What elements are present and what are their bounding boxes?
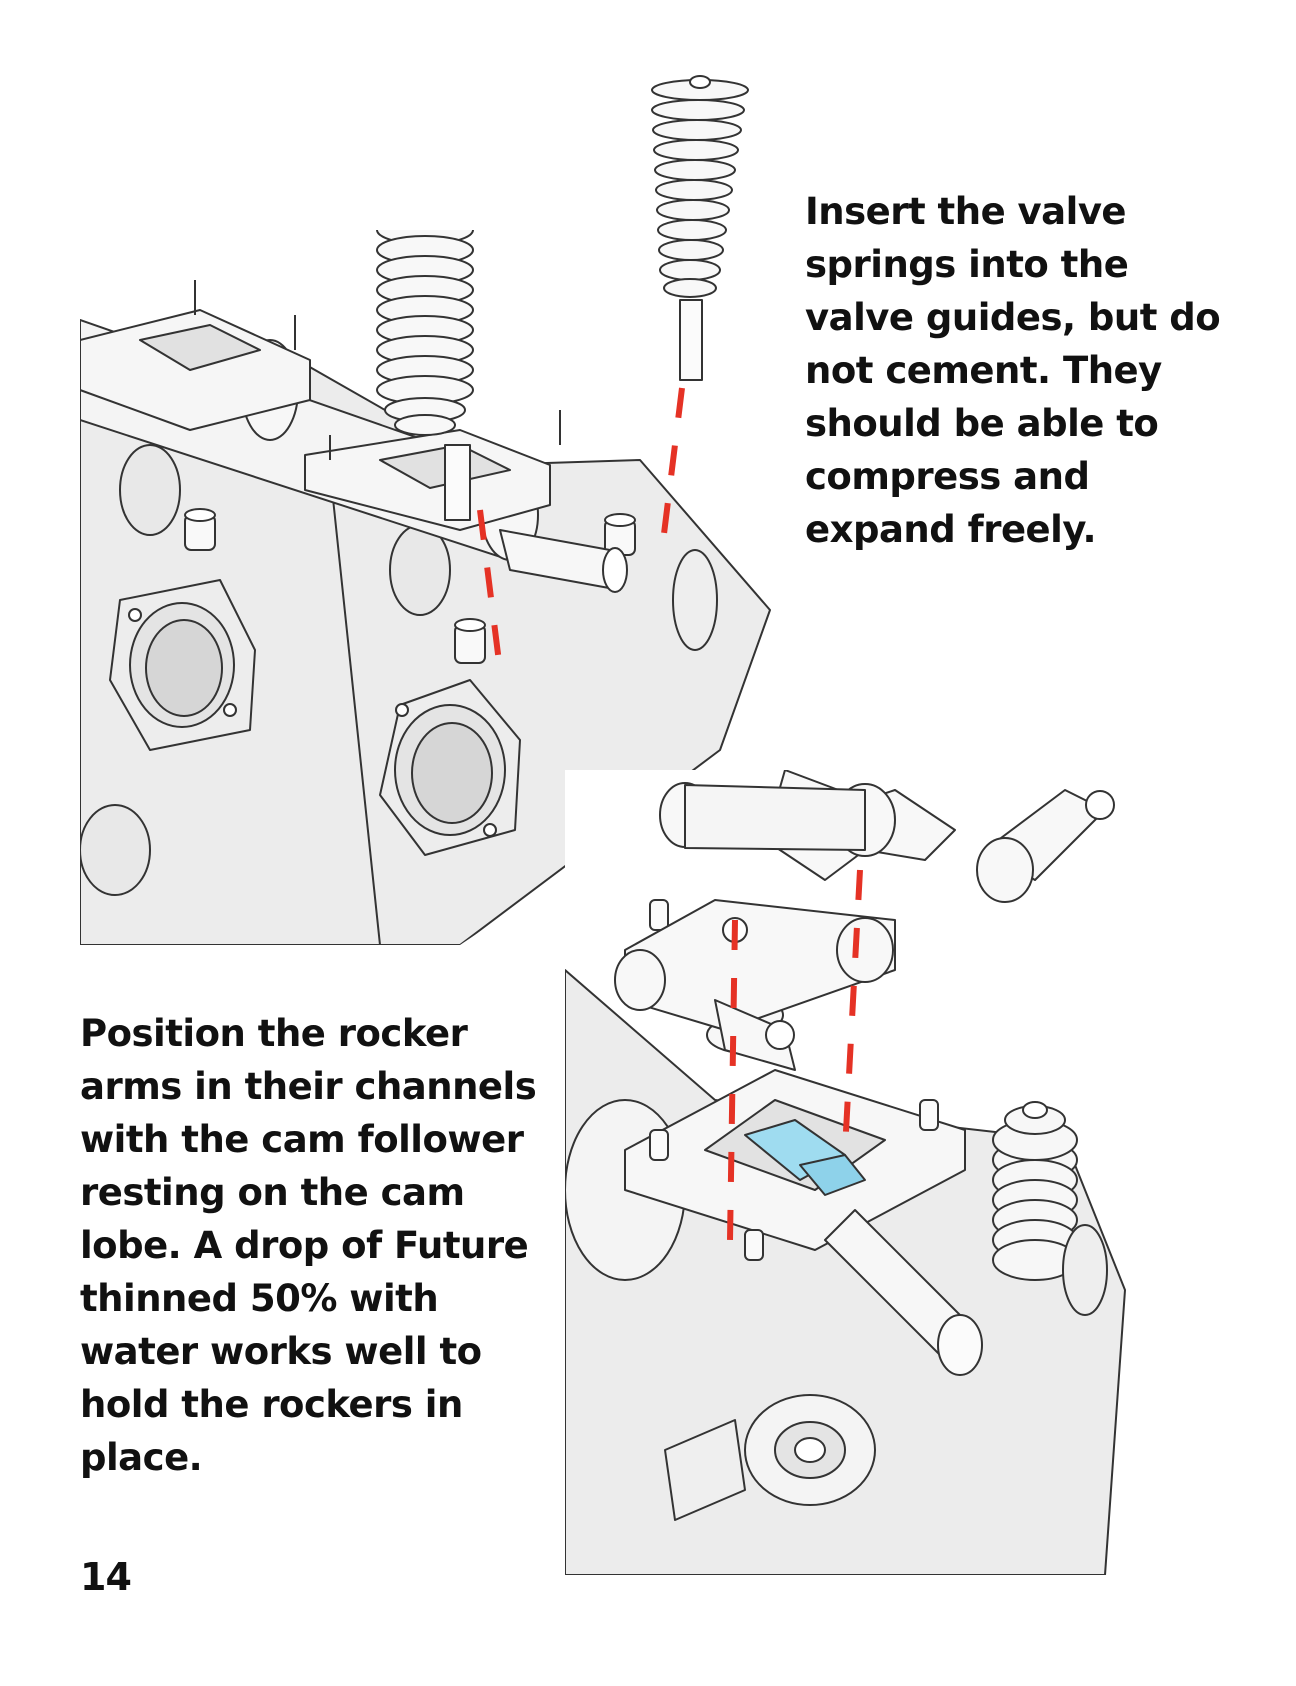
rocker-arm-instruction-text: Position the rocker arms in their channe… xyxy=(80,1012,537,1479)
guide-line-loose-spring xyxy=(659,387,685,551)
rocker-arm-right xyxy=(659,770,1115,903)
cooling-fins-right xyxy=(992,1101,1078,1281)
guide-lines-top xyxy=(440,380,700,680)
loose-valve-spring xyxy=(640,70,790,540)
guide-line-rocker-right xyxy=(842,869,863,1151)
cylinder-head-valve-spring-illustration xyxy=(80,230,780,945)
valve-spring-instruction-text: Insert the valve springs into the valve … xyxy=(805,190,1221,551)
gear-ring xyxy=(672,549,718,651)
guide-line-installed-spring xyxy=(477,509,503,671)
valve-spring-installed xyxy=(376,230,474,521)
page-number: 14 xyxy=(80,1555,132,1599)
rocker-box-left xyxy=(80,309,311,431)
rocker-arm-assembly-illustration xyxy=(565,770,1210,1575)
